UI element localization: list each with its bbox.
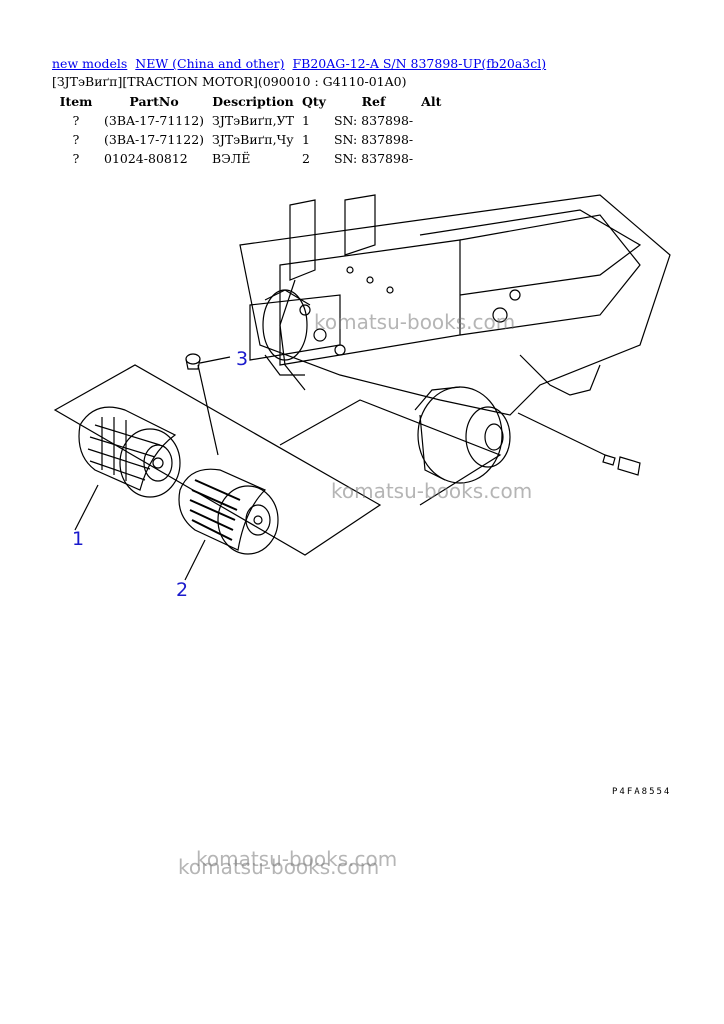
watermark: komatsu-books.com	[331, 479, 533, 503]
column-header-ref: Ref	[361, 94, 386, 109]
left-hub	[262, 289, 311, 376]
figure-code: P4FA8554	[612, 787, 672, 797]
cell-qty: 2	[302, 151, 310, 166]
watermark: komatsu-books.com	[196, 847, 398, 871]
table-row: ? (3BA-17-71122) ЗЈТэВиґп,Чу 1 SN: 83789…	[52, 130, 445, 149]
watermark: komatsu-books.com	[178, 855, 380, 879]
cell-partno: (3BA-17-71122)	[104, 132, 205, 147]
mounting-plate-outline	[53, 364, 382, 556]
cell-qty: 1	[302, 113, 310, 128]
cell-item: ?	[72, 132, 80, 147]
cell-alt	[417, 130, 445, 149]
chassis-frame	[239, 194, 671, 416]
column-header-alt: Alt	[421, 94, 442, 109]
cell-item: ?	[72, 151, 80, 166]
wheel-hub	[414, 386, 511, 484]
column-header-partno: PartNo	[129, 94, 179, 109]
callout-3: 3	[236, 348, 248, 370]
bolt	[517, 412, 641, 476]
breadcrumb: new models NEW (China and other) FB20AG-…	[52, 56, 550, 71]
table-header-row: Item PartNo Description Qty Ref Alt	[52, 92, 445, 111]
cell-partno: 01024-80812	[104, 151, 188, 166]
breadcrumb-link-new-models[interactable]: new models	[52, 56, 128, 71]
cell-qty: 1	[302, 132, 310, 147]
column-header-item: Item	[59, 94, 93, 109]
cell-partno: (3BA-17-71112)	[104, 113, 205, 128]
breadcrumb-link-model[interactable]: FB20AG-12-A S/N 837898-UP(fb20a3cl)	[292, 56, 547, 71]
cell-description: ЗЈТэВиґп,Чу	[212, 132, 294, 147]
cell-ref: SN: 837898-	[333, 113, 414, 128]
breadcrumb-link-region[interactable]: NEW (China and other)	[135, 56, 285, 71]
table-row: ? 01024-80812 ВЭЛЁ 2 SN: 837898-	[52, 149, 445, 168]
traction-motor-1	[74, 406, 181, 531]
cell-alt	[417, 149, 445, 168]
column-header-description: Description	[212, 94, 294, 109]
exploded-parts-diagram: 1 2 3	[53, 194, 671, 601]
cell-ref: SN: 837898-	[333, 132, 414, 147]
cell-description: ЗЈТэВиґп,УТ	[212, 113, 294, 128]
callout-2: 2	[176, 579, 188, 601]
page-title: [ЗЈТэВиґп][TRACTION MOTOR](090010 : G411…	[52, 74, 407, 89]
bolt-item-3	[185, 353, 231, 456]
callout-1: 1	[72, 528, 84, 550]
parts-table: Item PartNo Description Qty Ref Alt ? (3…	[52, 92, 445, 168]
watermark: komatsu-books.com	[314, 310, 516, 334]
cell-alt	[417, 111, 445, 130]
cell-ref: SN: 837898-	[333, 151, 414, 166]
column-header-qty: Qty	[302, 94, 326, 109]
table-row: ? (3BA-17-71112) ЗЈТэВиґп,УТ 1 SN: 83789…	[52, 111, 445, 130]
cell-item: ?	[72, 113, 80, 128]
mounting-plate-outline-2	[279, 399, 502, 506]
traction-motor-2	[178, 468, 279, 581]
cell-description: ВЭЛЁ	[212, 151, 251, 166]
